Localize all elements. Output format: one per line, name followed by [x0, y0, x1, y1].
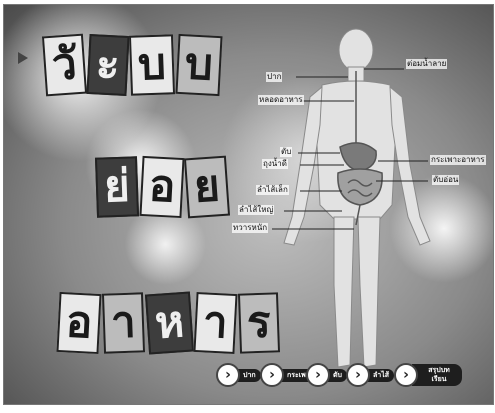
label-large-intestine: ลำไส้ใหญ่ — [238, 205, 274, 215]
nav-button-summary[interactable]: › สรุปบทเรียน — [394, 360, 462, 390]
chevron-right-icon: › — [346, 363, 370, 387]
label-stomach: กระเพาะอาหาร — [430, 155, 486, 165]
chevron-right-icon: › — [394, 363, 418, 387]
nav-button-mouth[interactable]: › ปาก — [216, 360, 261, 390]
lesson-screen: วั ะ บ บ ย่ อ ย อ า ห า ร — [3, 4, 494, 405]
label-rectum: ทวารหนัก — [232, 223, 268, 233]
label-salivary: ต่อมน้ำลาย — [406, 59, 447, 69]
nav-button-label: สรุปบทเรียน — [412, 364, 462, 386]
label-gallbladder: ถุงน้ำดี — [262, 159, 288, 169]
label-pancreas: ตับอ่อน — [432, 175, 459, 185]
label-liver: ตับ — [280, 147, 292, 157]
label-small-intestine: ลำไส้เล็ก — [256, 185, 289, 195]
label-esophagus: หลอดอาหาร — [258, 95, 304, 105]
chevron-right-icon: › — [260, 363, 284, 387]
nav-button-intestine[interactable]: › ลำไส้ — [346, 360, 394, 390]
label-mouth: ปาก — [266, 72, 282, 82]
nav-button-liver[interactable]: › ตับ — [306, 360, 347, 390]
chevron-right-icon: › — [306, 363, 330, 387]
chevron-right-icon: › — [216, 363, 240, 387]
